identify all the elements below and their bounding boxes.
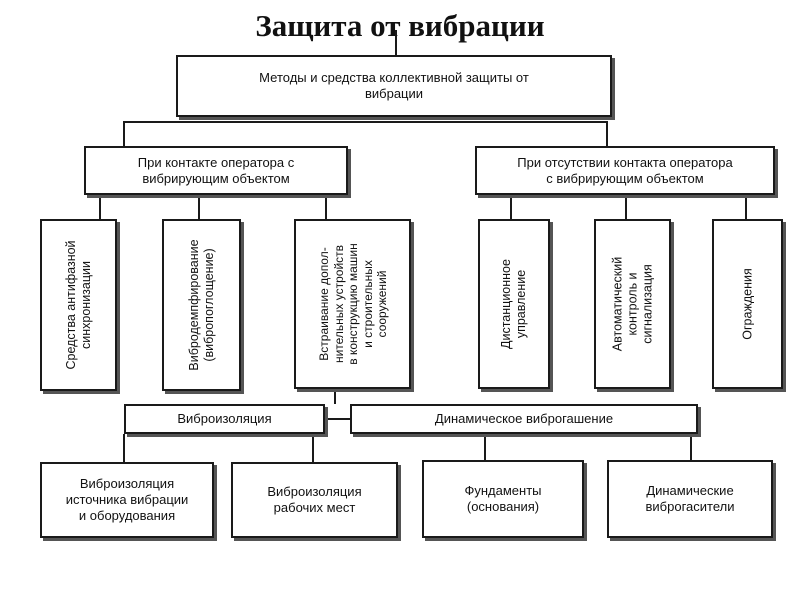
isolation-box: Виброизоляция	[124, 404, 325, 434]
connector-line	[606, 121, 608, 146]
connector-line	[123, 121, 608, 123]
connector-line	[123, 434, 125, 462]
connector-line	[690, 434, 692, 460]
connector-line	[510, 195, 512, 219]
root-box: Методы и средства коллективной защиты от…	[176, 55, 612, 117]
connector-line	[334, 389, 336, 404]
diagram-title: Защита от вибрации	[255, 8, 545, 43]
connector-line	[123, 121, 125, 146]
connector-line	[99, 195, 101, 219]
connector-line	[745, 195, 747, 219]
dynamic-box: Динамическое виброгашение	[350, 404, 698, 434]
connector-line	[484, 434, 486, 460]
damping-box: Вибродемпфирование(вибропоглощение)	[162, 219, 241, 391]
connector-line	[325, 195, 327, 219]
connector-line	[625, 195, 627, 219]
connector-line	[325, 418, 350, 420]
fencing-box: Ограждения	[712, 219, 783, 389]
connector-line	[312, 434, 314, 462]
foundations-box: Фундаменты(основания)	[422, 460, 584, 538]
connector-line	[395, 30, 397, 55]
connector-line	[198, 195, 200, 219]
